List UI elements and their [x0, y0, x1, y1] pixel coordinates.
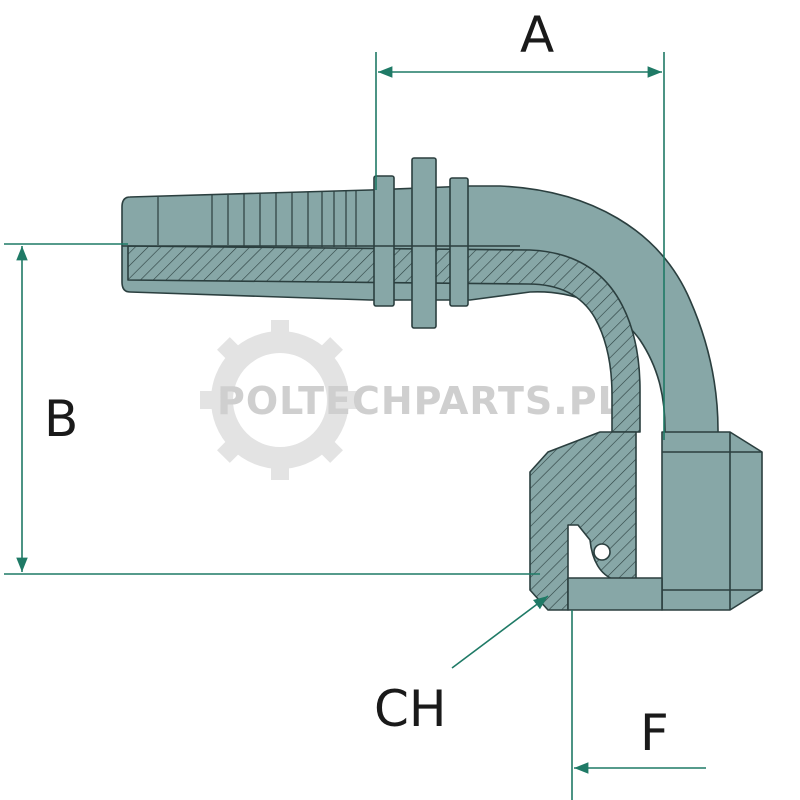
- nut-hex-face: [661, 431, 763, 611]
- dim-label-a: A: [520, 6, 554, 64]
- flange: [411, 157, 437, 329]
- dim-ch-leader: [451, 595, 549, 669]
- watermark: POLTECHPARTS.PL: [200, 320, 623, 480]
- o-ring: [593, 543, 611, 561]
- dim-label-ch: CH: [374, 680, 447, 738]
- swivel-nut: [529, 431, 763, 611]
- gear-icon: [200, 320, 360, 480]
- collar: [373, 175, 395, 307]
- dim-label-b: B: [44, 390, 78, 448]
- dimension-lines: [4, 52, 706, 800]
- fitting-body: [121, 157, 719, 441]
- nut-bottom: [567, 577, 663, 611]
- dim-label-f: F: [640, 704, 669, 762]
- watermark-text: POLTECHPARTS.PL: [217, 379, 623, 423]
- barb-ridges: [157, 190, 357, 247]
- stem-section: [127, 245, 641, 433]
- collar-right: [449, 177, 469, 307]
